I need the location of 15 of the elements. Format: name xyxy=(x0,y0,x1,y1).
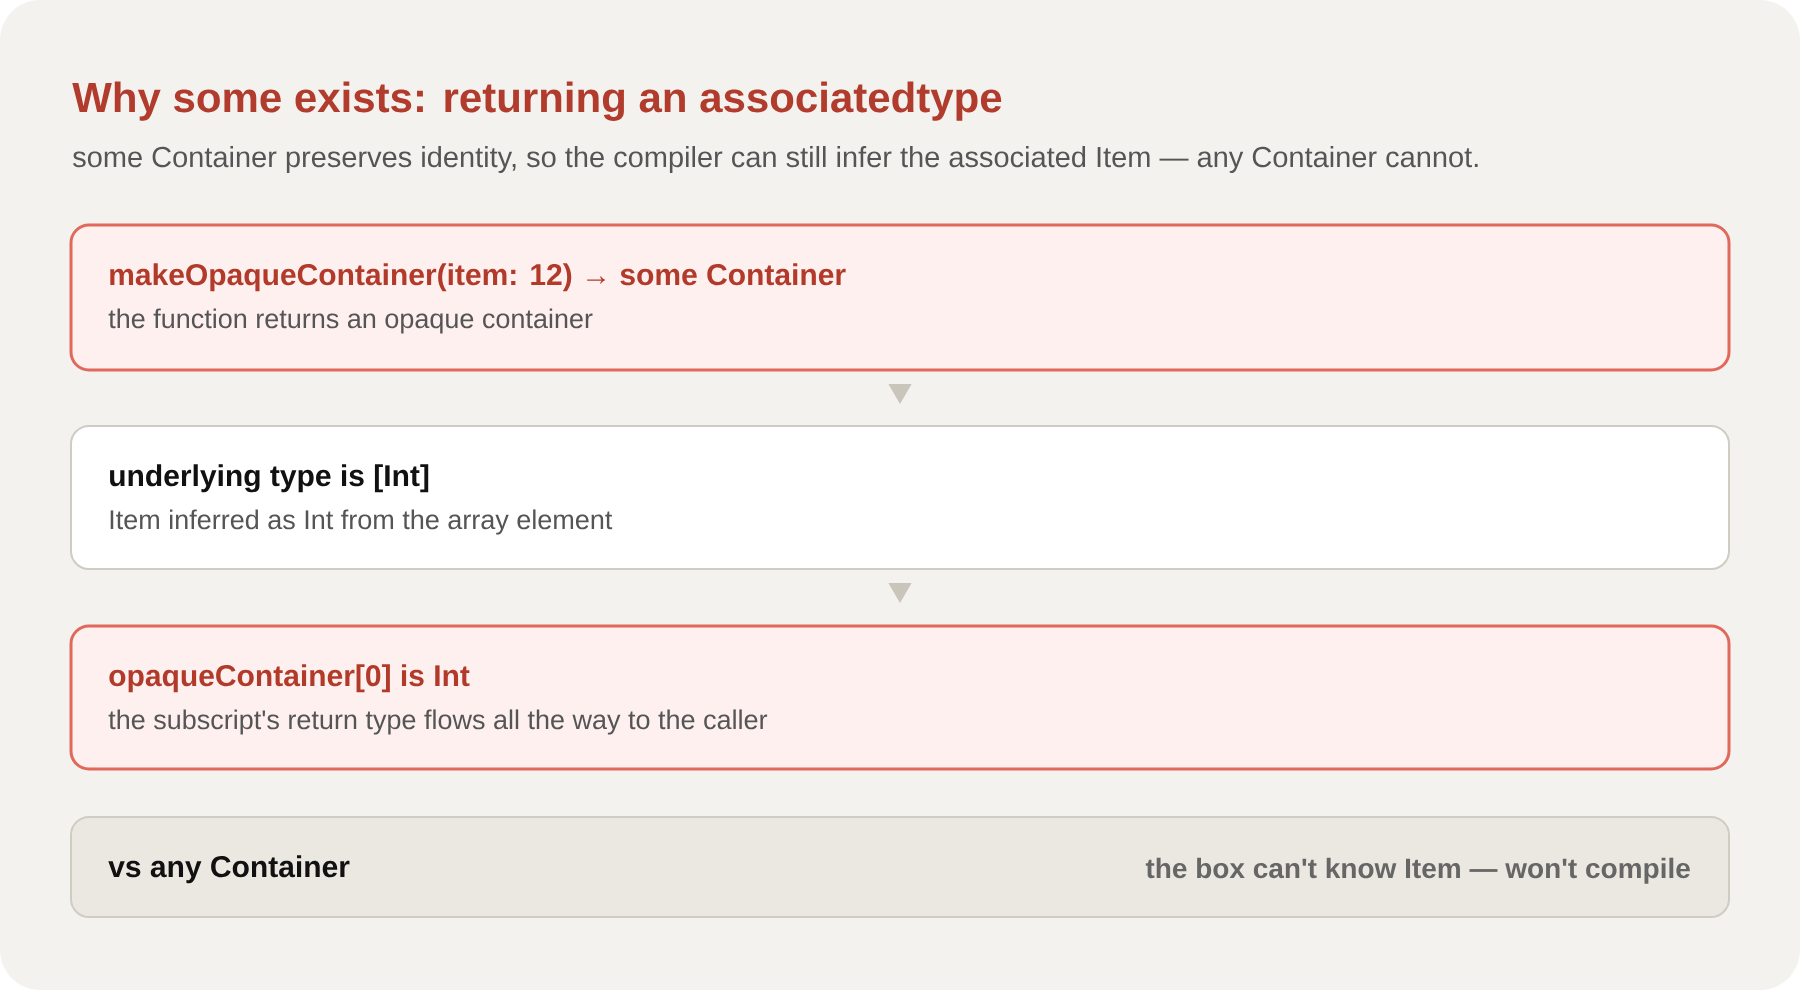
heading: opaqueContainer[0] is Int xyxy=(109,664,470,693)
comparison-box xyxy=(70,816,1730,918)
arrow xyxy=(888,582,912,603)
heading: makeOpaqueContainer(item: 12) → some Container xyxy=(110,263,846,292)
description: the subscript's return type flows all the way to the caller xyxy=(108,709,768,735)
process-box xyxy=(70,425,1730,570)
note-text: the box can't know Item — won't compile xyxy=(1145,857,1690,884)
description: Item inferred as Int from the array element xyxy=(110,509,613,535)
highlight-box xyxy=(69,223,1731,372)
subtitle: some Container preserves identity, so the compiler can still infer the associated Item — any Container cannot. xyxy=(73,146,1478,173)
heading: underlying type is [Int] xyxy=(110,464,429,493)
description: the function returns an opaque container xyxy=(108,308,593,334)
title: Why some exists: returning an associatedtype xyxy=(72,81,1002,121)
highlight-box xyxy=(69,624,1731,771)
heading: vs any Container xyxy=(108,855,350,884)
